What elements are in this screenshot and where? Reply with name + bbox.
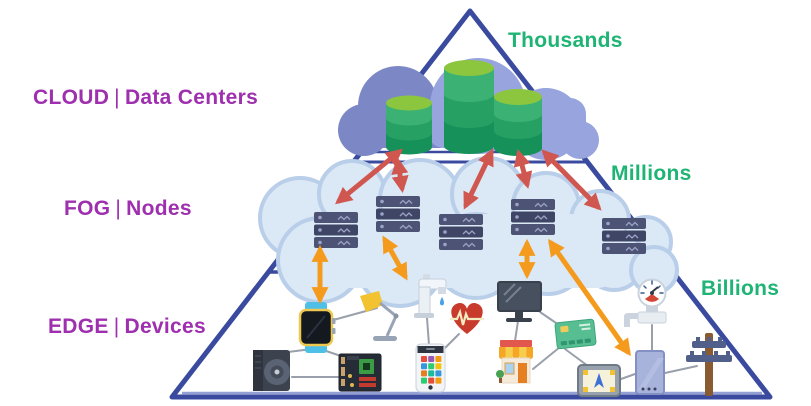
fog-tier-subtitle: Nodes: [126, 197, 192, 220]
cloud-fog-arrow: [541, 149, 602, 211]
hard-drive-icon: [253, 350, 290, 391]
fog-edge-arrow: [548, 238, 631, 357]
cloud-tier-separator: |: [114, 86, 120, 109]
fog-edge-arrows: [311, 235, 631, 357]
cloud-tier: [338, 58, 599, 160]
database-icon: [386, 95, 432, 155]
credit-card-icon: [554, 318, 597, 350]
cloud-fog-arrow: [513, 149, 533, 189]
server-rack-icon: [313, 211, 359, 249]
server-rack-icon: [510, 198, 556, 236]
fog-tier-label: FOG|Nodes: [64, 197, 192, 221]
smartphone-icon: [415, 343, 446, 393]
desktop-monitor-icon: [497, 281, 542, 322]
gps-navigator-icon: [577, 364, 621, 397]
fog-edge-arrow: [382, 235, 408, 281]
fog-tier-name: FOG: [64, 197, 111, 220]
edge-scale-label: Billions: [701, 277, 780, 300]
smartwatch-icon: [298, 302, 336, 353]
fog-tier-separator: |: [115, 197, 122, 220]
storefront-icon: [496, 340, 533, 384]
cloud-scale-label: Thousands: [508, 29, 623, 52]
fog-scale-label: Millions: [611, 162, 692, 185]
cloud-tier-name: CLOUD: [33, 86, 110, 109]
server-rack-icon: [601, 217, 647, 255]
edge-tier-separator: |: [113, 315, 120, 338]
cloud-fog-arrows: [335, 148, 602, 211]
smart-meter-icon: [635, 350, 665, 395]
desk-lamp-icon: [360, 291, 399, 341]
cloud-fog-arrow: [391, 156, 409, 194]
motherboard-icon: [338, 353, 382, 392]
cloud-fog-arrow: [335, 148, 403, 205]
edge-tier-subtitle: Devices: [124, 315, 206, 338]
cloud-tier-label: CLOUD|Data Centers: [33, 86, 258, 110]
edge-tier-name: EDGE: [48, 315, 109, 338]
cloud-fog-arrow: [463, 148, 494, 210]
server-rack-icon: [438, 213, 484, 251]
cloud-tier-subtitle: Data Centers: [124, 86, 259, 109]
server-rack-icon: [375, 195, 421, 233]
water-faucet-icon: [414, 274, 447, 318]
database-icon: [444, 60, 494, 154]
database-icon: [494, 89, 542, 156]
heart-rate-icon: [450, 302, 484, 334]
water-meter-icon: [624, 278, 667, 327]
edge-tier: [253, 274, 732, 397]
edge-tier-label: EDGE|Devices: [48, 315, 206, 339]
utility-pole-icon: [686, 333, 732, 396]
